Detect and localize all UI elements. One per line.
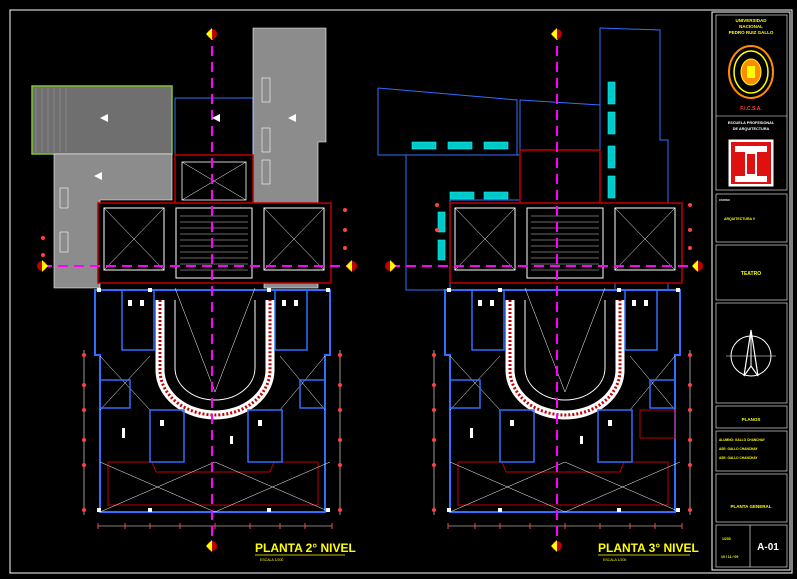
tb-drawing-name: PLANTA GENERAL [731,504,772,509]
tb-university-1: UNIVERSIDAD [735,18,767,23]
tb-author-1: ALUMNO: GALLO CHANCHAY [719,438,766,442]
sheet-border [9,9,793,574]
architecture-school-logo-icon [728,139,774,187]
plan-title-level-2: PLANTA 2° NIVEL [255,541,356,555]
tb-course-value: ARQUITECTURA V [724,217,756,221]
tb-author-2: ASE: GALLO CHANCHAY [719,447,758,451]
tb-sheet-label: PLANOS [742,417,761,422]
stage-house [97,202,332,284]
tb-university-3: PEDRO RUIZ GALLO [729,30,774,35]
tb-school-1: ESCUELA PROFESIONAL [728,121,775,125]
tb-course-label: CURSO [719,198,731,202]
tb-date: 10 / 11 / 09 [721,555,738,559]
university-seal-icon [728,45,774,99]
roof-hatch-area [31,85,173,155]
title-block: UNIVERSIDAD NACIONAL PEDRO RUIZ GALLO F.… [711,11,791,571]
tb-project: TEATRO [741,271,761,277]
tb-university-2: NACIONAL [739,24,763,29]
plan-level-3 [377,27,703,552]
north-arrow-icon [726,329,776,377]
cyan-windows [411,81,616,261]
plan-level-2 [31,27,357,552]
tb-faculty: F.I.C.S.A. [740,106,762,112]
tb-scale: 1/200 [722,537,731,541]
tb-author-3: ASE: GALLO CHANCHAY [719,456,758,460]
plan-title-level-3: PLANTA 3° NIVEL [598,541,699,555]
tb-sheet-number: A-01 [757,542,779,553]
gray-block-west [53,153,173,289]
horseshoe-balcony [155,300,275,420]
blue-outline-block [174,97,254,157]
section-markers [37,28,357,552]
plan-scale-level-3: ESCALA 1/200 [603,558,626,562]
plan-scale-level-2: ESCALA 1/200 [260,558,283,562]
tb-school-2: DE ARQUITECTURA [733,127,770,131]
